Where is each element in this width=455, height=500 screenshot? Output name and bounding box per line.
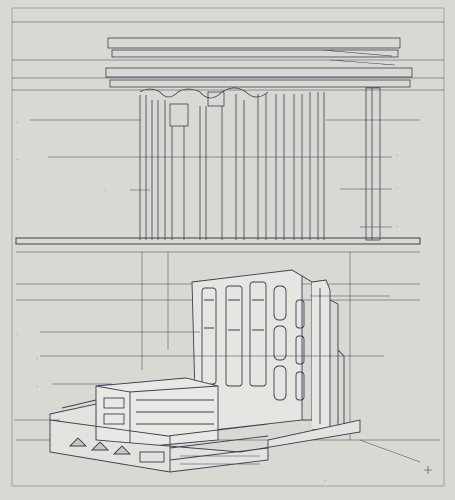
left-callout-3: _ [16,330,19,335]
left-callout-5: _ [36,382,39,387]
right-callout-3: _ [396,222,399,227]
leader-lines-upper [30,119,420,228]
left-callout-4: _ [36,354,39,359]
left-callout-1: _ [16,118,19,123]
bottom-note: _ [324,476,327,481]
bottom-corner-mark [424,466,432,474]
upper-elevation-drawing [12,21,444,253]
right-callout-1: _ [396,151,399,156]
lower-isometric-drawing [16,252,440,473]
center-callout: _ [104,186,107,191]
leader-lines-lower [14,295,421,463]
paper-border [11,7,445,487]
right-callout-2: _ [396,183,399,188]
left-callout-2: _ [16,155,19,160]
